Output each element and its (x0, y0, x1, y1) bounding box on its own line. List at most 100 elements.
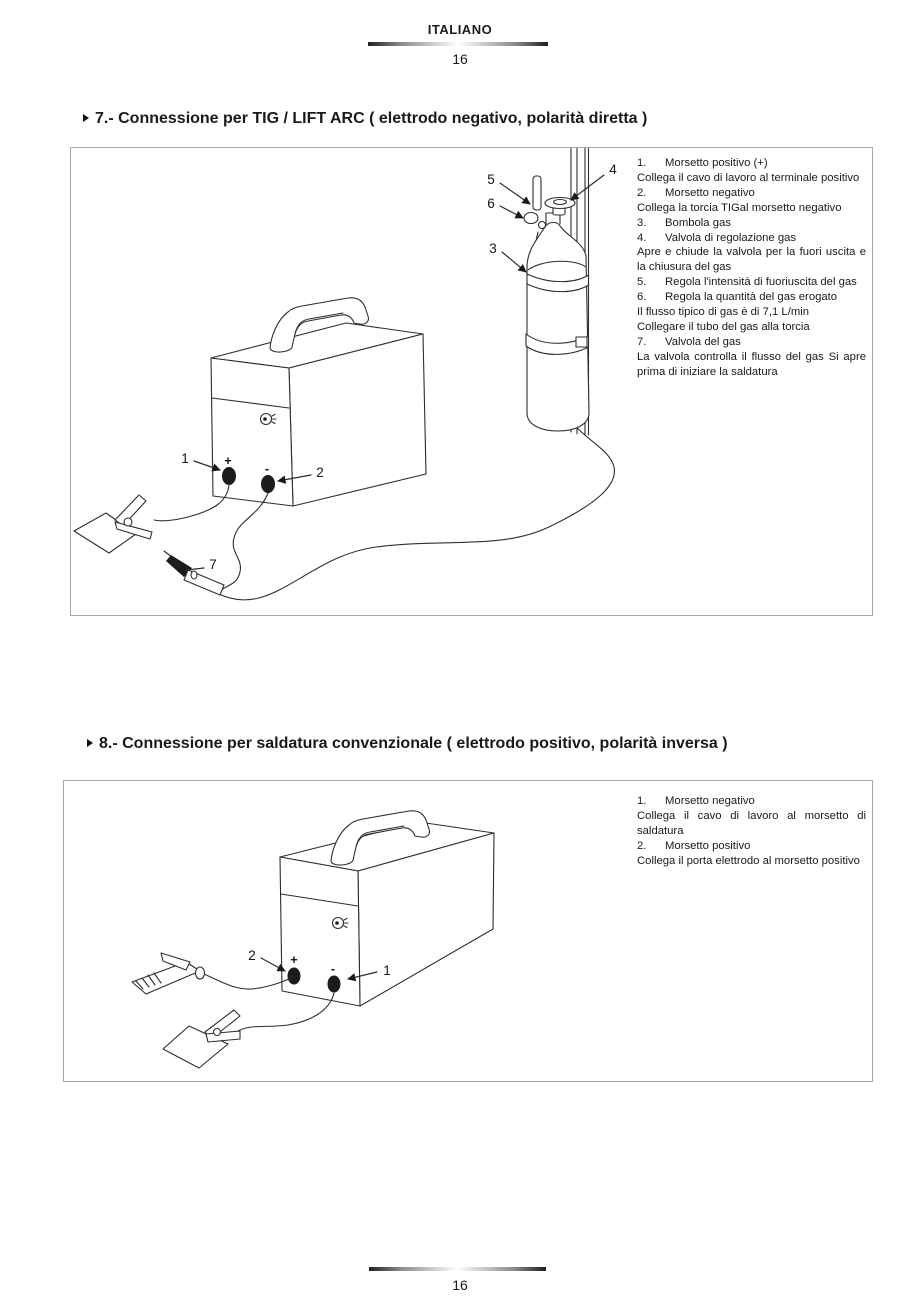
work-clamp (204, 1009, 241, 1043)
regulator-valve-disc (544, 196, 576, 210)
header-rule (368, 42, 548, 46)
note-item: 6. Regola la quantità del gas erogato (637, 290, 866, 305)
plus-label: + (224, 454, 231, 468)
minus-label: - (331, 962, 335, 976)
svg-text:3: 3 (489, 241, 497, 256)
note-number: 6. (637, 291, 647, 304)
note-body: Collega il porta elettrodo al morsetto p… (637, 854, 860, 867)
note-number: 1. (637, 795, 647, 807)
note-body: Il flusso tipico di gas è di 7,1 L/min (637, 306, 810, 319)
footer-page-number: 16 (452, 1277, 468, 1293)
note-item: 3. Bombola gas (637, 216, 866, 231)
positive-terminal (287, 967, 301, 985)
work-cable (153, 484, 230, 522)
note-number: 2. (637, 839, 647, 852)
note-heading: Valvola del gas (665, 335, 741, 348)
gas-regulator (523, 175, 576, 230)
callout-3: 3 (489, 241, 527, 273)
flow-knob (523, 211, 539, 225)
flow-adjust-stem (532, 175, 542, 211)
callout-5: 5 (487, 172, 531, 205)
note-body: La valvola controlla il flusso del gas S… (637, 350, 866, 378)
note-number: 5. (637, 276, 647, 289)
note-body: Collega la torcia TIGal morsetto negativ… (637, 201, 842, 214)
note-number: 2. (637, 186, 647, 199)
positive-terminal (222, 467, 236, 485)
callout-2: 2 (277, 465, 324, 484)
note-item: 1. Morsetto negativo (637, 794, 866, 809)
note-item: 2. Morsetto positivo (637, 839, 866, 854)
note-body: Collegare il tubo del gas alla torcia (637, 320, 810, 333)
welding-machine: + - (279, 810, 495, 1007)
machine-front-face (279, 856, 361, 1007)
note-heading: Valvola di regolazione gas (665, 231, 797, 244)
section8-notes: 1. Morsetto negativo Collega il cavo di l… (637, 794, 866, 869)
note-heading: Regola la quantità del gas erogato (665, 291, 838, 304)
note-body: Collega il cavo di lavoro al morsetto di… (637, 809, 866, 837)
callout-6: 6 (487, 196, 524, 219)
machine-front-face (210, 357, 294, 507)
note-number: 3. (637, 216, 647, 229)
note-heading: Bombola gas (665, 216, 731, 229)
plus-label: + (290, 953, 297, 967)
header-language: ITALIANO (427, 22, 493, 37)
torch-body (183, 569, 225, 596)
note-body: Apre e chiude la valvola per la fuori us… (637, 246, 866, 274)
note-heading: Morsetto negativo (665, 795, 755, 807)
callout-1: 1 (181, 451, 221, 472)
section8-figure-box: + - (63, 780, 873, 1082)
note-body: Collega il cavo di lavoro al terminale p… (637, 171, 860, 184)
minus-label: - (265, 462, 269, 476)
note-heading: Regola l'intensità di fuoriuscita del ga… (665, 276, 857, 289)
triangle-bullet-icon (83, 114, 89, 122)
note-number: 4. (637, 231, 647, 244)
svg-text:6: 6 (487, 196, 495, 211)
note-heading: Morsetto positivo (+) (665, 157, 768, 169)
callout-4: 4 (570, 162, 617, 201)
note-number: 7. (637, 335, 647, 348)
section7-title: 7.- Connessione per TIG / LIFT ARC ( ele… (83, 110, 647, 128)
negative-terminal (327, 975, 341, 993)
torch-cable (218, 492, 269, 593)
footer-rule (369, 1267, 546, 1271)
electrode-holder (131, 952, 206, 995)
work-cable (237, 992, 335, 1032)
note-item: 1. Morsetto positivo (+) (637, 156, 866, 171)
note-item: 2. Morsetto negativo (637, 186, 866, 201)
cylinder-strap-lower (525, 333, 590, 355)
callout-2: 2 (248, 948, 286, 972)
note-heading: Morsetto positivo (665, 839, 751, 852)
note-item: 5. Regola l'intensità di fuoriuscita del … (637, 275, 866, 290)
gas-cylinder (525, 212, 590, 432)
callout-7: 7 (177, 557, 217, 575)
svg-text:2: 2 (316, 465, 324, 480)
section7-notes: 1. Morsetto positivo (+) Collega il cavo … (637, 156, 866, 380)
callout-1: 1 (347, 963, 391, 982)
section7-title-text: 7.- Connessione per TIG / LIFT ARC ( ele… (95, 110, 648, 127)
electrode-cable (203, 973, 292, 990)
machine-knob-icon (259, 412, 277, 426)
torch-gas-valve (190, 570, 198, 580)
welding-machine: + - (210, 297, 427, 507)
svg-text:4: 4 (609, 162, 617, 177)
svg-text:7: 7 (209, 557, 217, 572)
work-clamp (114, 494, 153, 540)
svg-text:5: 5 (487, 172, 495, 187)
header-page-number: 16 (452, 51, 468, 67)
triangle-bullet-icon (87, 739, 93, 747)
svg-text:2: 2 (248, 948, 256, 963)
svg-text:1: 1 (181, 451, 189, 466)
section8-title-text: 8.- Connessione per saldatura convenzion… (99, 735, 728, 752)
tig-connection-diagram: + - 1 (73, 148, 617, 601)
section8-title: 8.- Connessione per saldatura convenzion… (87, 735, 728, 753)
section7-figure-box: + - 1 (70, 147, 873, 616)
note-heading: Morsetto negativo (665, 186, 755, 199)
note-number: 1. (637, 157, 647, 169)
strap-buckle (575, 336, 588, 348)
gas-cylinder-body (526, 221, 590, 432)
machine-knob-icon (331, 916, 349, 930)
cylinder-strap-upper (526, 273, 590, 293)
mma-connection-diagram: + - (131, 810, 495, 1069)
negative-terminal (261, 475, 275, 493)
